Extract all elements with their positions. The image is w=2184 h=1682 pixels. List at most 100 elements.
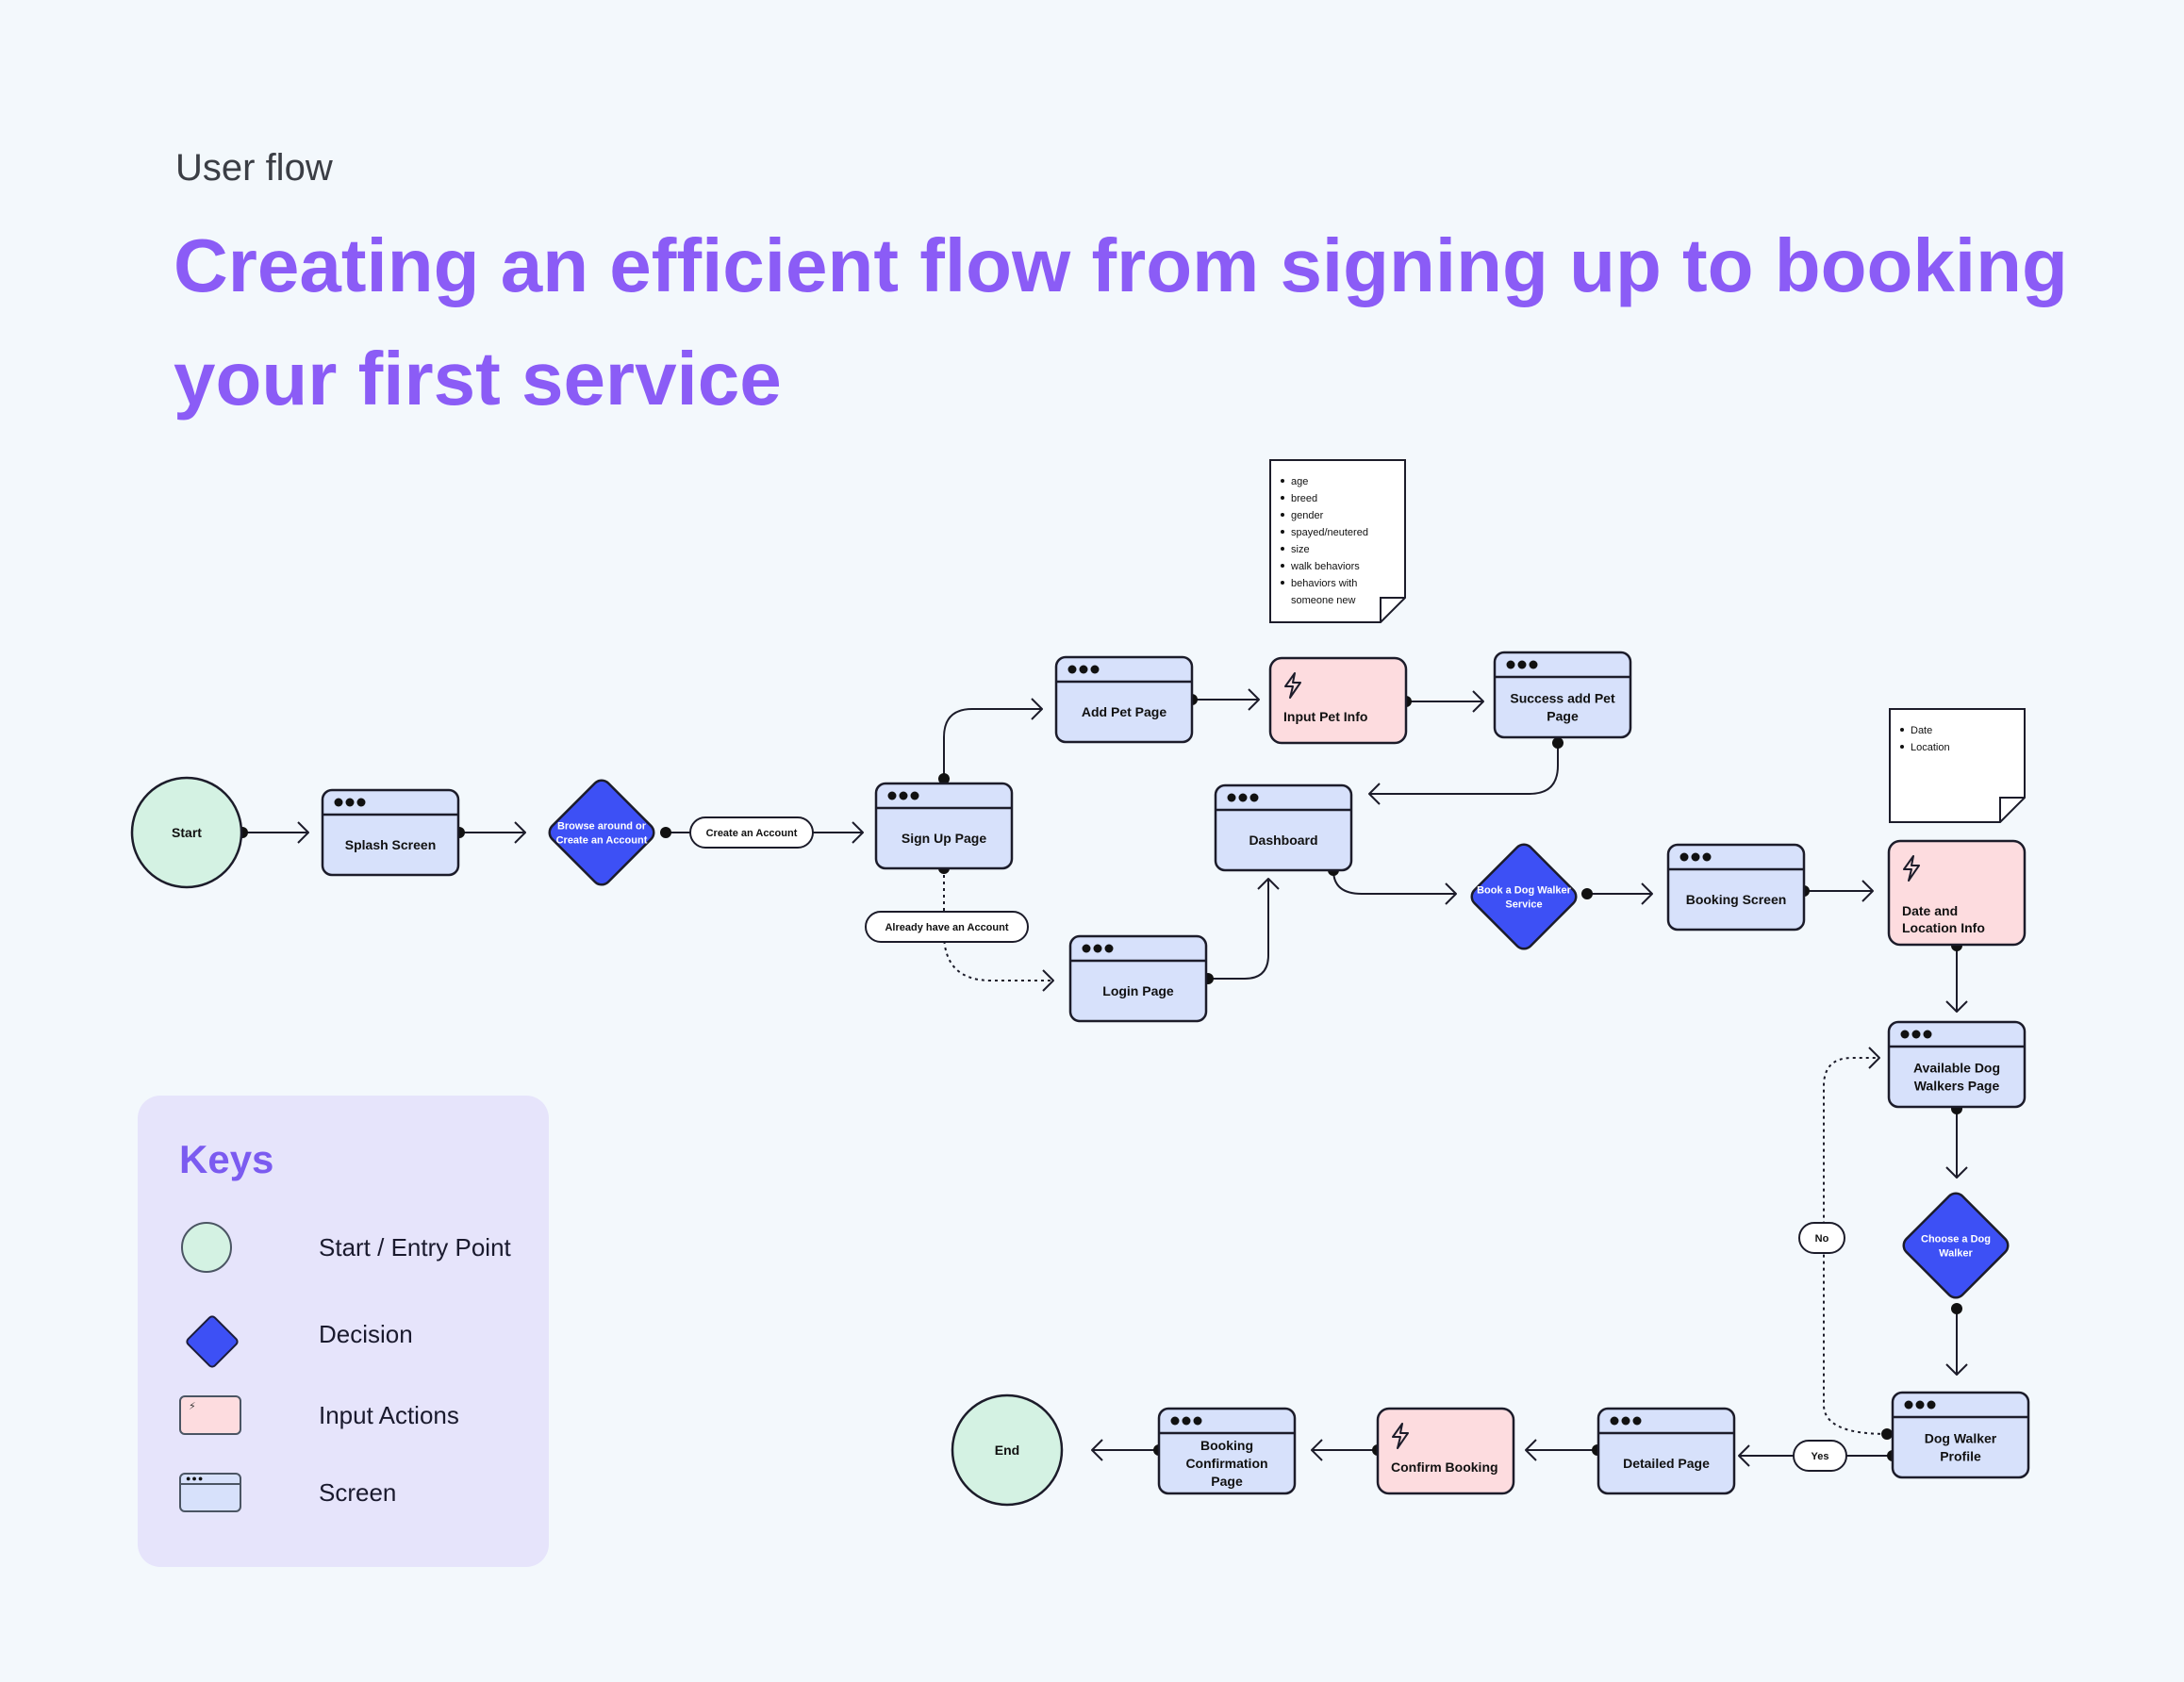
note-item: behaviors with — [1291, 578, 1357, 589]
node-label: End — [995, 1443, 1019, 1458]
node-splash[interactable]: Splash Screen — [321, 788, 460, 877]
edge-label-no: No — [1798, 1222, 1845, 1254]
window-dots-icon — [1067, 665, 1100, 674]
flow-connector — [1823, 1047, 1893, 1440]
node-label: Dashboard — [1249, 833, 1317, 848]
note-item: gender — [1291, 510, 1324, 521]
node-label: Location Info — [1902, 920, 1985, 935]
flow-connector — [1525, 1439, 1603, 1461]
node-label: Splash Screen — [345, 837, 437, 852]
edge-label-create: Create an Account — [689, 816, 814, 849]
node-detailed[interactable]: Detailed Page — [1597, 1407, 1736, 1495]
node-label: Create an Account — [556, 834, 648, 846]
flow-connector — [454, 821, 526, 844]
lightning-bolt-icon: ⚡ — [189, 1401, 196, 1412]
input-card — [1376, 1407, 1515, 1495]
key-label-input: Input Actions — [319, 1401, 459, 1429]
node-label: Profile — [1940, 1448, 1981, 1463]
flow-connector — [938, 698, 1043, 784]
note-item: Date — [1911, 725, 1932, 736]
screen-card — [1887, 1020, 2027, 1109]
lightning-bolt-icon — [1903, 855, 1920, 882]
input-card — [1887, 839, 2027, 947]
node-label: Page — [1211, 1474, 1243, 1489]
node-start[interactable]: Start — [130, 776, 243, 889]
screen-card — [874, 782, 1014, 870]
decision-diamond — [1470, 843, 1578, 950]
screen-card — [1493, 651, 1632, 739]
flow-connector — [237, 821, 309, 844]
node-label: Available Dog — [1913, 1060, 2000, 1075]
node-dashboard[interactable]: Dashboard — [1214, 783, 1353, 872]
key-label-start: Start / Entry Point — [319, 1233, 511, 1262]
keys-title: Keys — [179, 1137, 274, 1181]
node-label: Book a Dog Walker — [1477, 884, 1572, 896]
flow-connector — [1798, 880, 1874, 902]
window-dots-icon — [887, 791, 919, 800]
node-booking[interactable]: Booking Screen — [1666, 843, 1806, 932]
flow-connector — [1400, 690, 1484, 713]
node-login[interactable]: Login Page — [1068, 934, 1208, 1023]
window-dots-icon — [1170, 1416, 1202, 1426]
window-dots-icon — [1506, 660, 1538, 669]
node-signup[interactable]: Sign Up Page — [874, 782, 1014, 870]
flow-connector — [1328, 865, 1457, 905]
note-item: size — [1291, 544, 1310, 555]
screen-card — [1891, 1391, 2030, 1479]
flow-connector — [1202, 878, 1280, 984]
flow-connector — [1945, 1103, 1968, 1179]
screen-card — [1597, 1407, 1736, 1495]
keys-panel: Keys Start / Entry Point Decision ⚡ Inpu… — [138, 1096, 549, 1567]
node-label: Input Pet Info — [1283, 709, 1367, 724]
node-confirm[interactable]: Confirm Booking — [1376, 1407, 1515, 1495]
screen-card — [1666, 843, 1806, 932]
edge-label-text: Yes — [1812, 1451, 1829, 1462]
window-dots-icon — [334, 798, 366, 807]
flow-connector — [1945, 1303, 1968, 1376]
edge-label-already: Already have an Account — [865, 911, 1029, 943]
node-end[interactable]: End — [951, 1393, 1064, 1507]
flow-connector — [1091, 1439, 1165, 1461]
node-label: Confirm Booking — [1391, 1459, 1498, 1475]
start-end-circle — [130, 776, 243, 889]
node-label: Success add Pet — [1510, 690, 1615, 705]
flow-connector — [1945, 940, 1968, 1013]
key-decision: Decision — [179, 1309, 538, 1370]
note-item: someone new — [1291, 595, 1356, 606]
key-label-decision: Decision — [319, 1320, 413, 1348]
screen-card — [1068, 934, 1208, 1023]
node-addpet[interactable]: Add Pet Page — [1054, 655, 1194, 744]
node-inputpet[interactable]: Input Pet Info — [1268, 656, 1408, 745]
edge-label-text: Create an Account — [706, 828, 798, 839]
edge-label-text: Already have an Account — [885, 922, 1008, 933]
node-label: Sign Up Page — [902, 831, 986, 846]
input-symbol-icon: ⚡ — [179, 1395, 241, 1435]
window-dots-icon — [1900, 1030, 1932, 1039]
screen-symbol-icon: ●●● — [179, 1473, 241, 1512]
section-eyebrow: User flow — [175, 147, 333, 189]
flow-connector — [1186, 688, 1260, 711]
decision-diamond — [1902, 1192, 2010, 1299]
decision-symbol-icon — [184, 1313, 240, 1370]
flow-connector — [1311, 1439, 1383, 1461]
edge-label-yes: Yes — [1793, 1440, 1847, 1472]
flow-connector — [1368, 737, 1564, 805]
note-item: walk behaviors — [1290, 561, 1360, 572]
key-label-screen: Screen — [319, 1478, 397, 1507]
key-start: Start / Entry Point — [179, 1222, 538, 1282]
lightning-bolt-icon — [1392, 1423, 1409, 1449]
note-item: Location — [1911, 742, 1950, 753]
